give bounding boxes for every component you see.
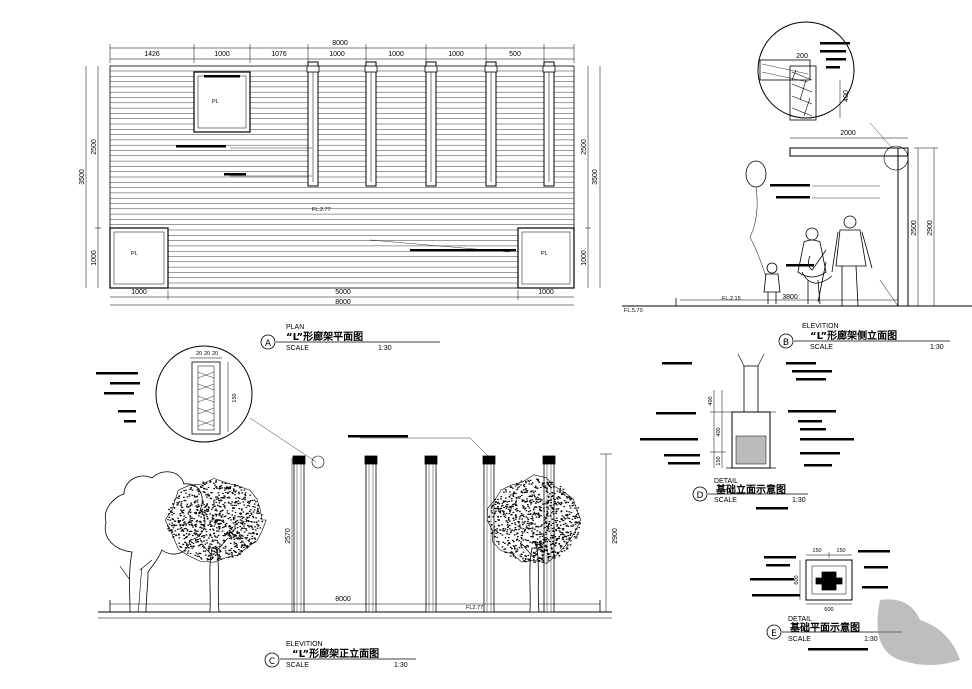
tag-letter: B: [783, 338, 789, 348]
plan-dim-top: 1426: [144, 51, 160, 58]
plan-level: FL.2.77: [312, 207, 331, 213]
detail-e-dim: 600: [824, 607, 833, 613]
tag-type: ELEVITION: [802, 323, 839, 330]
tag-scale-label: SCALE: [286, 662, 309, 669]
plan-dim-bottom: 1000: [131, 289, 147, 296]
people-figures: [763, 215, 873, 307]
tree: [164, 478, 267, 613]
planter-right: [517, 227, 575, 289]
deck-boards: [110, 70, 574, 284]
front-detail-dim: 20: [196, 351, 202, 357]
tag-scale-label: SCALE: [714, 497, 737, 504]
tag-letter: C: [269, 657, 275, 667]
tag-scale-label: SCALE: [810, 344, 833, 351]
side-detail-dim: 400: [843, 90, 850, 102]
tag-type: ELEVITION: [286, 641, 323, 648]
tag-c: C ELEVITION “L”形廊架正立面图 SCALE 1:30: [264, 641, 416, 669]
beams-plan: [306, 61, 556, 187]
planter-label: PL: [212, 99, 219, 105]
detail-d-notes: [640, 362, 854, 510]
plan-dim-right-part: 2500: [581, 139, 588, 155]
front-notes: [96, 372, 408, 438]
tag-scale: 1:30: [394, 662, 408, 669]
side-detail-dim: 200: [796, 53, 808, 60]
corner-watermark: [877, 599, 960, 665]
tag-type: DETAIL: [714, 478, 738, 485]
plan-dim-bottom: 1000: [538, 289, 554, 296]
side-level-left: FL.5.70: [624, 308, 643, 314]
side-dim: 3800: [782, 294, 798, 301]
tag-scale: 1:30: [792, 497, 806, 504]
detail-d-dim: 400: [708, 396, 714, 405]
plan-dim-top: 1076: [271, 51, 287, 58]
plan-dim-bottom: 5000: [335, 289, 351, 296]
tag-letter: A: [265, 339, 272, 349]
tag-title: 基础立面示意图: [715, 483, 786, 496]
tag-title: “L”形廊架侧立面图: [810, 329, 897, 342]
trees: [164, 474, 582, 613]
front-detail-dim: 20: [212, 351, 218, 357]
plan-dim-top: 1000: [448, 51, 464, 58]
plan-dim-right-part: 1000: [581, 250, 588, 266]
plan-view: [85, 44, 601, 306]
tag-type: DETAIL: [788, 616, 812, 623]
posts-front: [292, 455, 556, 613]
plan-dim-top: 1000: [214, 51, 230, 58]
tag-title: “L”形廊架平面图: [286, 330, 363, 343]
tree: [486, 474, 582, 613]
tag-letter: E: [771, 629, 777, 639]
front-dim-height: 2900: [612, 528, 619, 544]
side-dim: 2000: [840, 130, 856, 137]
plan-overall-bottom: 8000: [335, 299, 351, 306]
front-detail-dim: 20: [204, 351, 210, 357]
detail-d-dim: 400: [716, 427, 722, 436]
detail-e-dim: 150: [812, 548, 821, 554]
detail-d: [710, 353, 776, 469]
front-level: FL2.77: [466, 605, 483, 611]
planter-label: PL: [541, 251, 548, 257]
front-dim-width: 8000: [335, 596, 351, 603]
tag-b: B ELEVITION “L”形廊架侧立面图 SCALE 1:30: [778, 323, 950, 351]
plan-dim-left-total: 3500: [79, 169, 86, 185]
plan-dim-top: 1000: [388, 51, 404, 58]
plan-overall-top: 8000: [332, 40, 348, 47]
front-elevation: [98, 345, 612, 619]
planter-left: [109, 227, 169, 289]
plan-dim-left-part: 2500: [91, 139, 98, 155]
detail-e-dim: 150: [836, 548, 845, 554]
tag-scale: 1:30: [864, 636, 878, 643]
tag-title: 基础平面示意图: [789, 621, 860, 634]
detail-e-notes: [750, 550, 890, 651]
tag-scale-label: SCALE: [286, 345, 309, 352]
front-dim-height: 2570: [285, 528, 292, 544]
detail-d-dim: 150: [716, 456, 722, 465]
plan-notes: [176, 75, 516, 252]
tag-letter: D: [697, 491, 704, 501]
side-level-right: FL.2.15: [722, 296, 741, 302]
plan-dim-top: 500: [509, 51, 521, 58]
tag-scale: 1:30: [378, 345, 392, 352]
plan-dim-left-part: 1000: [91, 250, 98, 266]
tag-title: “L”形廊架正立面图: [292, 647, 379, 660]
plan-dim-right-total: 3500: [592, 169, 599, 185]
front-detail-dim: 150: [232, 393, 238, 402]
plan-dim-top: 1000: [329, 51, 345, 58]
tag-a: A PLAN “L”形廊架平面图 SCALE 1:30: [260, 324, 440, 352]
side-dim: 2500: [911, 220, 918, 236]
side-elevation: [622, 21, 972, 307]
side-dim: 2900: [927, 220, 934, 236]
tag-scale-label: SCALE: [788, 636, 811, 643]
side-notes: [770, 42, 850, 267]
detail-e: [799, 552, 853, 605]
tag-type: PLAN: [286, 324, 304, 331]
detail-e-dim: 600: [794, 575, 800, 584]
planter-top: [193, 71, 251, 133]
tag-d: D DETAIL 基础立面示意图 SCALE 1:30: [692, 478, 808, 504]
planter-label: PL: [131, 251, 138, 257]
tag-scale: 1:30: [930, 344, 944, 351]
